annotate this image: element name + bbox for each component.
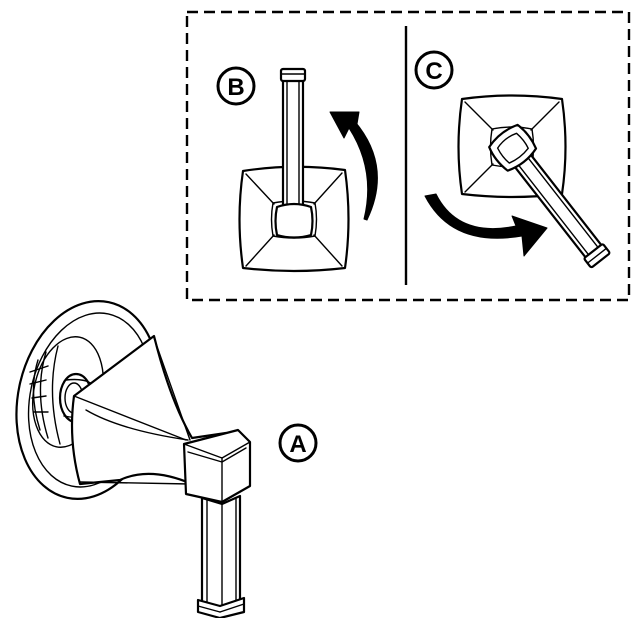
- dashed-frame: [185, 10, 631, 302]
- panel-b: B: [216, 66, 378, 273]
- handle-lever-a: [196, 494, 246, 618]
- callout-b: B: [216, 66, 256, 106]
- callout-b-label: B: [227, 74, 244, 101]
- callout-a-label: A: [289, 431, 306, 458]
- inset-panel: [185, 10, 631, 302]
- callout-c-label: C: [425, 58, 442, 85]
- callout-a: A: [278, 423, 318, 463]
- rotation-arrow-b: [329, 111, 378, 221]
- main-view-a: A: [15, 300, 318, 618]
- panel-c: C: [414, 50, 611, 269]
- rotation-arrow-c: [424, 193, 548, 257]
- handle-lever-b: [274, 67, 314, 239]
- handle-lever-c: [488, 123, 611, 269]
- callout-c: C: [414, 50, 454, 90]
- handle-collar: [182, 428, 252, 504]
